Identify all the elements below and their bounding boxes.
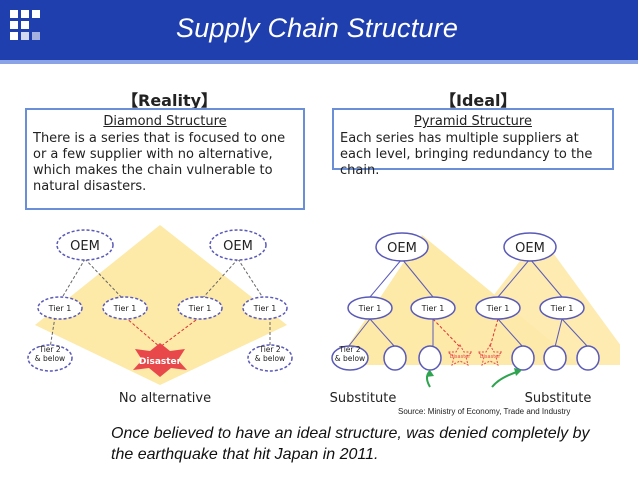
tier2-node (576, 345, 600, 371)
tier2-node (247, 344, 293, 372)
tier2-node (543, 345, 567, 371)
oem-node-left (375, 232, 429, 262)
page-title: Supply Chain Structure (176, 13, 459, 43)
tier1-node (37, 296, 83, 320)
oem-label: OEM (387, 241, 417, 256)
oem-node-right (503, 232, 557, 262)
tier2-node (383, 345, 407, 371)
no-alternative-caption: No alternative (119, 391, 211, 406)
tier1-label: Tier 1 (48, 304, 72, 313)
tier1-node (102, 296, 148, 320)
tier1-label: Tier 1 (421, 304, 445, 313)
tier1-node (242, 296, 288, 320)
tier1-node (475, 296, 521, 320)
title-bar: Supply Chain Structure (0, 0, 638, 60)
tier2-node (331, 345, 369, 371)
oem-label: OEM (515, 241, 545, 256)
oem-node-left (56, 229, 114, 261)
diamond-structure-text: There is a series that is focused to one… (33, 131, 286, 194)
tier2-label: Tier 2& below (255, 345, 285, 363)
substitute-label: Substitute (525, 391, 592, 406)
tier1-node (347, 296, 393, 320)
diamond-diagram: OEM OEM Tier 1 Tier 1 Tier 1 Tier 1 Tier… (27, 225, 293, 406)
summary-text: Once believed to have an ideal structure… (111, 425, 590, 463)
tier1-node (177, 296, 223, 320)
substitute-node (511, 345, 535, 371)
diamond-structure-box: Diamond Structure There is a series that… (25, 108, 305, 210)
header-divider (0, 60, 638, 64)
logo-icon (10, 10, 50, 50)
substitute-node (418, 345, 442, 371)
oem-label: OEM (223, 239, 253, 254)
tier2-label: Tier 2& below (335, 345, 365, 363)
disaster-label: Disaster (450, 354, 472, 360)
disaster-label: Disaster (139, 357, 182, 367)
pyramid-structure-text: Each series has multiple suppliers at ea… (340, 131, 593, 178)
diamond-structure-title: Diamond Structure (103, 114, 227, 129)
pyramid-structure-title: Pyramid Structure (414, 114, 532, 129)
tier1-label: Tier 1 (486, 304, 510, 313)
arrow-head-icon (426, 370, 434, 377)
tier1-label: Tier 1 (253, 304, 277, 313)
diamond-shape (35, 225, 287, 385)
reality-heading: 【Reality】 (122, 91, 218, 110)
tier1-label: Tier 1 (550, 304, 574, 313)
pyramid-structure-box: Pyramid Structure Each series has multip… (332, 108, 614, 178)
tier1-label: Tier 1 (113, 304, 137, 313)
ideal-heading: 【Ideal】 (440, 91, 517, 110)
tier1-label: Tier 1 (188, 304, 212, 313)
oem-label: OEM (70, 239, 100, 254)
substitute-label: Substitute (330, 391, 396, 406)
arrow-head-icon (514, 368, 522, 376)
source-note: Source: Ministry of Economy, Trade and I… (398, 407, 571, 416)
tier1-node (410, 296, 456, 320)
disaster-label: Disaster (480, 354, 502, 360)
tier2-label: Tier 2& below (35, 345, 65, 363)
tier1-node (539, 296, 585, 320)
oem-node-right (209, 229, 267, 261)
tier2-node (27, 344, 73, 372)
tier1-label: Tier 1 (358, 304, 382, 313)
disaster-burst-icon (133, 343, 187, 377)
pyramid-diagram: OEM OEM Tier 1 Tier 1 Tier 1 Tier 1 Tier… (330, 232, 620, 406)
